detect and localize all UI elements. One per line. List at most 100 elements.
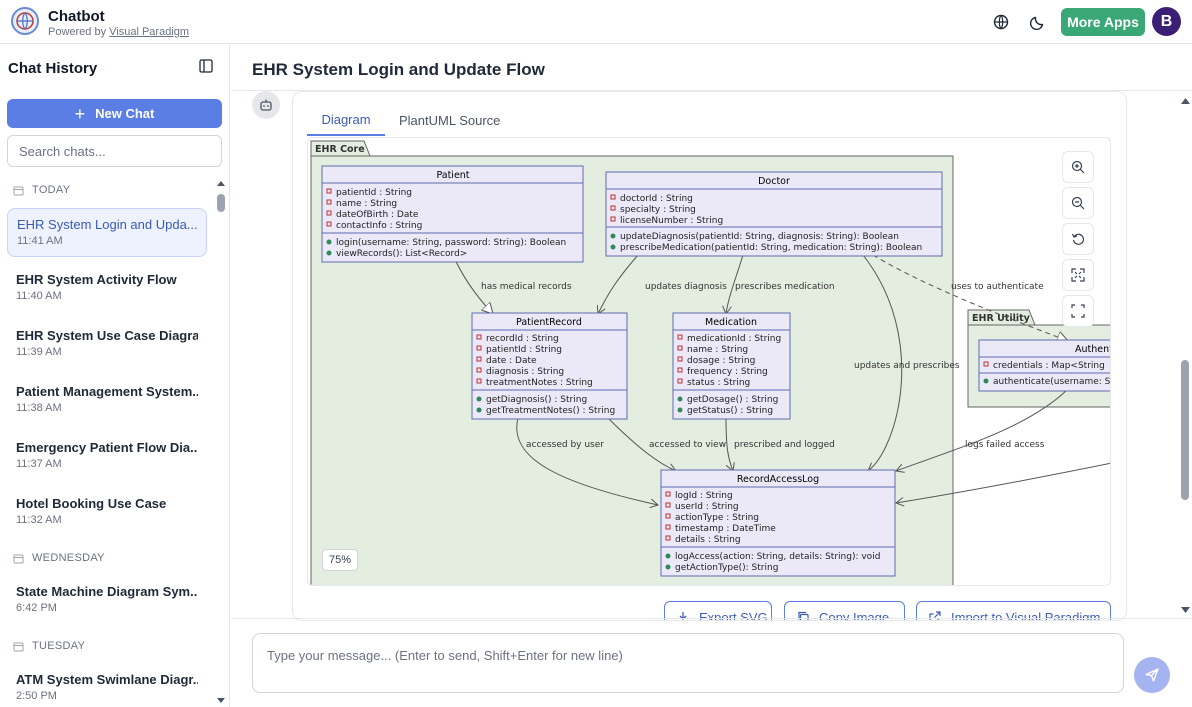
zoom-in-icon (1071, 160, 1085, 174)
chat-item[interactable]: State Machine Diagram Sym... 6:42 PM (7, 576, 207, 625)
chat-item-time: 11:41 AM (17, 235, 63, 247)
chat-item[interactable]: ATM System Swimlane Diagr... 2:50 PM (7, 664, 207, 707)
fullscreen-icon (1071, 304, 1085, 318)
fullscreen-button[interactable] (1062, 295, 1094, 327)
chat-item-time: 11:39 AM (16, 346, 62, 358)
edge-label: prescribed and logged (734, 440, 835, 450)
chat-item[interactable]: EHR System Login and Upda... 11:41 AM (7, 208, 207, 257)
class-attribute: recordId : String (486, 334, 559, 344)
class-name: Authent (1075, 344, 1111, 355)
powered-by-link[interactable]: Visual Paradigm (109, 26, 190, 38)
globe-icon[interactable] (991, 12, 1011, 32)
zoom-in-button[interactable] (1062, 151, 1094, 183)
fit-icon (1071, 268, 1085, 282)
class-authentication[interactable]: Authent credentials : Map<String authent… (978, 339, 1111, 392)
send-icon (1145, 668, 1159, 682)
export-svg-button[interactable]: Export SVG (664, 601, 772, 620)
sidebar-scrollbar[interactable] (216, 178, 226, 707)
class-attribute: dosage : String (687, 356, 755, 366)
tab-diagram[interactable]: Diagram (307, 104, 385, 136)
group-wednesday: WEDNESDAY (13, 552, 105, 564)
fit-to-screen-button[interactable] (1062, 259, 1094, 291)
class-attribute: patientId : String (336, 188, 412, 198)
page-title: EHR System Login and Update Flow (252, 60, 545, 79)
chat-history-title: Chat History (8, 60, 98, 77)
chat-item[interactable]: EHR System Use Case Diagram 11:39 AM (7, 320, 207, 369)
class-attribute: specialty : String (620, 205, 696, 215)
external-link-icon (929, 611, 941, 620)
edge-label: has medical records (481, 282, 572, 292)
class-attribute: logId : String (675, 491, 733, 501)
class-attribute: credentials : Map<String (993, 361, 1105, 371)
class-attribute: dateOfBirth : Date (336, 210, 419, 220)
chat-item-title: EHR System Activity Flow (16, 272, 177, 287)
plus-icon: + (74, 103, 86, 124)
edge-label: updates and prescribes (854, 361, 960, 371)
zoom-out-icon (1071, 196, 1085, 210)
new-chat-button[interactable]: +New Chat (7, 99, 222, 128)
edge-label: updates diagnosis (645, 282, 727, 292)
copy-image-button[interactable]: Copy Image (784, 601, 905, 621)
group-today: TODAY (13, 184, 70, 196)
diagram-canvas[interactable]: EHR Core EHR Utility (307, 137, 1111, 586)
class-record-access-log[interactable]: RecordAccessLog logId : String userId : … (660, 469, 896, 577)
chat-item[interactable]: Emergency Patient Flow Dia... 11:37 AM (7, 432, 207, 481)
message-input[interactable] (252, 633, 1124, 693)
download-icon (679, 612, 687, 620)
main-scrollbar[interactable] (1179, 93, 1192, 618)
class-medication[interactable]: Medication medicationId : String name : … (672, 312, 791, 420)
class-name: Doctor (758, 176, 790, 187)
class-attribute: details : String (675, 535, 741, 545)
sidebar-scroll-thumb[interactable] (217, 194, 225, 212)
search-chats-input[interactable] (7, 135, 222, 167)
sidebar-toggle-icon[interactable] (199, 59, 215, 75)
class-patient-record[interactable]: PatientRecord recordId : String patientI… (471, 312, 628, 420)
class-operation: viewRecords(): List<Record> (336, 249, 467, 259)
zoom-out-button[interactable] (1062, 187, 1094, 219)
chat-item-title: Hotel Booking Use Case (16, 496, 167, 511)
more-apps-button[interactable]: More Apps (1061, 8, 1145, 36)
class-operation: authenticate(username: S (993, 377, 1111, 387)
class-name: Patient (436, 170, 469, 181)
send-button[interactable] (1134, 657, 1170, 693)
class-operation: getDiagnosis() : String (486, 395, 587, 405)
edge-label: accessed to view (649, 440, 726, 450)
app-logo-icon (11, 7, 39, 35)
group-label: TUESDAY (32, 640, 86, 652)
class-doctor[interactable]: Doctor doctorId : String specialty : Str… (605, 171, 943, 257)
reset-zoom-button[interactable] (1062, 223, 1094, 255)
tab-plantuml-source[interactable]: PlantUML Source (399, 113, 501, 128)
import-to-vp-button[interactable]: Import to Visual Paradigm (916, 601, 1111, 620)
chat-history-list: TODAY EHR System Login and Upda... 11:41… (0, 176, 216, 707)
powered-by: Powered by Visual Paradigm (48, 26, 189, 38)
chat-item-time: 11:37 AM (16, 458, 62, 470)
calendar-icon (13, 642, 24, 651)
chat-item-title: Patient Management System... (16, 384, 198, 399)
chat-item[interactable]: Hotel Booking Use Case 11:32 AM (7, 488, 207, 537)
class-attribute: diagnosis : String (486, 367, 564, 377)
class-patient[interactable]: Patient patientId : String name : String… (321, 165, 584, 263)
main-scroll-thumb[interactable] (1181, 360, 1189, 500)
calendar-icon (13, 554, 24, 563)
class-attribute: medicationId : String (687, 334, 781, 344)
diagram-card: Diagram PlantUML Source EHR Core EHR Uti… (292, 91, 1127, 621)
uml-class-diagram: EHR Core EHR Utility (310, 140, 1111, 585)
input-divider (231, 618, 1192, 619)
chat-item[interactable]: EHR System Activity Flow 11:40 AM (7, 264, 207, 313)
avatar[interactable]: B (1152, 7, 1181, 36)
class-operation: getDosage() : String (687, 395, 778, 405)
chat-item[interactable]: Patient Management System... 11:38 AM (7, 376, 207, 425)
class-attribute: timestamp : DateTime (675, 524, 776, 534)
class-attribute: treatmentNotes : String (486, 378, 593, 388)
chat-item-title: State Machine Diagram Sym... (16, 584, 198, 599)
app-title: Chatbot (48, 8, 105, 25)
edge-label: uses to authenticate (951, 282, 1044, 292)
package-label: EHR Core (315, 144, 365, 155)
chat-item-time: 11:38 AM (16, 402, 62, 414)
copy-image-label: Copy Image (819, 609, 890, 621)
moon-icon[interactable] (1028, 12, 1048, 32)
class-operation: getStatus() : String (687, 406, 773, 416)
class-operation: prescribeMedication(patientId: String, m… (620, 243, 922, 253)
chat-item-title: ATM System Swimlane Diagr... (16, 672, 198, 687)
package-label: EHR Utility (972, 313, 1031, 324)
